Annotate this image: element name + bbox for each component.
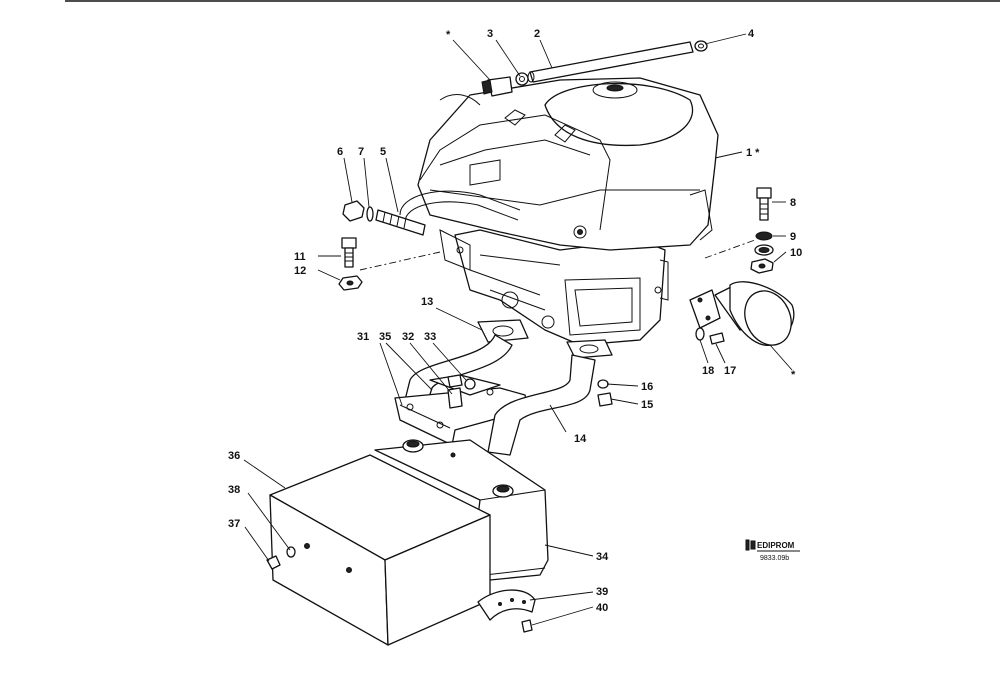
washer-18 <box>695 327 705 341</box>
fuel-hose <box>529 41 694 83</box>
washer-7 <box>366 206 374 222</box>
fuel-hose-assembly <box>481 40 708 97</box>
bracket-assembly <box>394 374 529 446</box>
fuel-fitting <box>487 76 513 97</box>
label-32: 32 <box>402 331 414 343</box>
callout-labels: * 3 2 4 1 * 6 7 5 8 9 10 11 12 13 31 35 … <box>228 28 802 614</box>
washer-16 <box>597 379 609 389</box>
exhaust-pipe-14 <box>487 339 613 456</box>
label-2: 2 <box>534 28 540 40</box>
label-13: 13 <box>421 296 433 308</box>
bolt-17 <box>709 332 725 345</box>
label-16: 16 <box>641 381 653 393</box>
label-7: 7 <box>358 146 364 158</box>
label-33: 33 <box>424 331 436 343</box>
logo-brand: EDIPROM <box>757 541 795 550</box>
gasket-14 <box>566 339 613 359</box>
label-6: 6 <box>337 146 343 158</box>
oil-filter-assembly <box>689 281 795 346</box>
bolt-nut-left <box>338 237 441 291</box>
label-36: 36 <box>228 450 240 462</box>
muffler-assembly <box>266 439 549 646</box>
bolt-15 <box>597 392 613 407</box>
label-17: 17 <box>724 365 736 377</box>
label-31: 31 <box>357 331 369 343</box>
label-15: 15 <box>641 399 653 411</box>
stud-nut-washer-left <box>342 200 426 236</box>
engine-block <box>399 77 719 346</box>
label-3: 3 <box>487 28 493 40</box>
label-35: 35 <box>379 331 391 343</box>
label-38: 38 <box>228 484 240 496</box>
hose-clamp-3 <box>515 72 529 86</box>
leader-lines <box>243 33 793 626</box>
label-5: 5 <box>380 146 386 158</box>
exhaust-pipe-13 <box>404 319 529 411</box>
label-8: 8 <box>790 197 796 209</box>
filter-adapter <box>689 289 721 329</box>
bolt-8 <box>756 187 772 199</box>
label-39: 39 <box>596 586 608 598</box>
bolt-11 <box>341 237 357 249</box>
label-40: 40 <box>596 602 608 614</box>
bracket-31 <box>394 387 529 446</box>
ediprom-logo: EDIPROM 9833.09b <box>745 539 800 562</box>
label-37: 37 <box>228 518 240 530</box>
nut-6 <box>342 200 365 222</box>
gasket-13 <box>477 319 529 343</box>
label-9: 9 <box>790 231 796 243</box>
logo-code: 9833.09b <box>760 555 789 562</box>
washer-33 <box>464 378 476 390</box>
label-12: 12 <box>294 265 306 277</box>
screw-40 <box>521 619 533 633</box>
washer-9 <box>755 231 773 241</box>
label-star-right: * <box>791 369 796 381</box>
label-4: 4 <box>748 28 755 40</box>
label-1: 1 * <box>746 147 760 159</box>
bolt-washers-right <box>704 187 774 274</box>
deflector-39 <box>477 589 536 621</box>
label-11: 11 <box>294 251 306 263</box>
label-34: 34 <box>596 551 609 563</box>
bolt-33 <box>447 374 463 388</box>
hose-clamp-4 <box>694 40 708 52</box>
washer-38 <box>286 546 296 558</box>
stud-5 <box>375 209 426 236</box>
screw-37 <box>266 555 281 570</box>
label-10: 10 <box>790 247 802 259</box>
label-18: 18 <box>702 365 714 377</box>
ediprom-logo-mark <box>745 539 756 551</box>
label-14: 14 <box>574 433 587 445</box>
label-star-top: * <box>446 29 451 41</box>
